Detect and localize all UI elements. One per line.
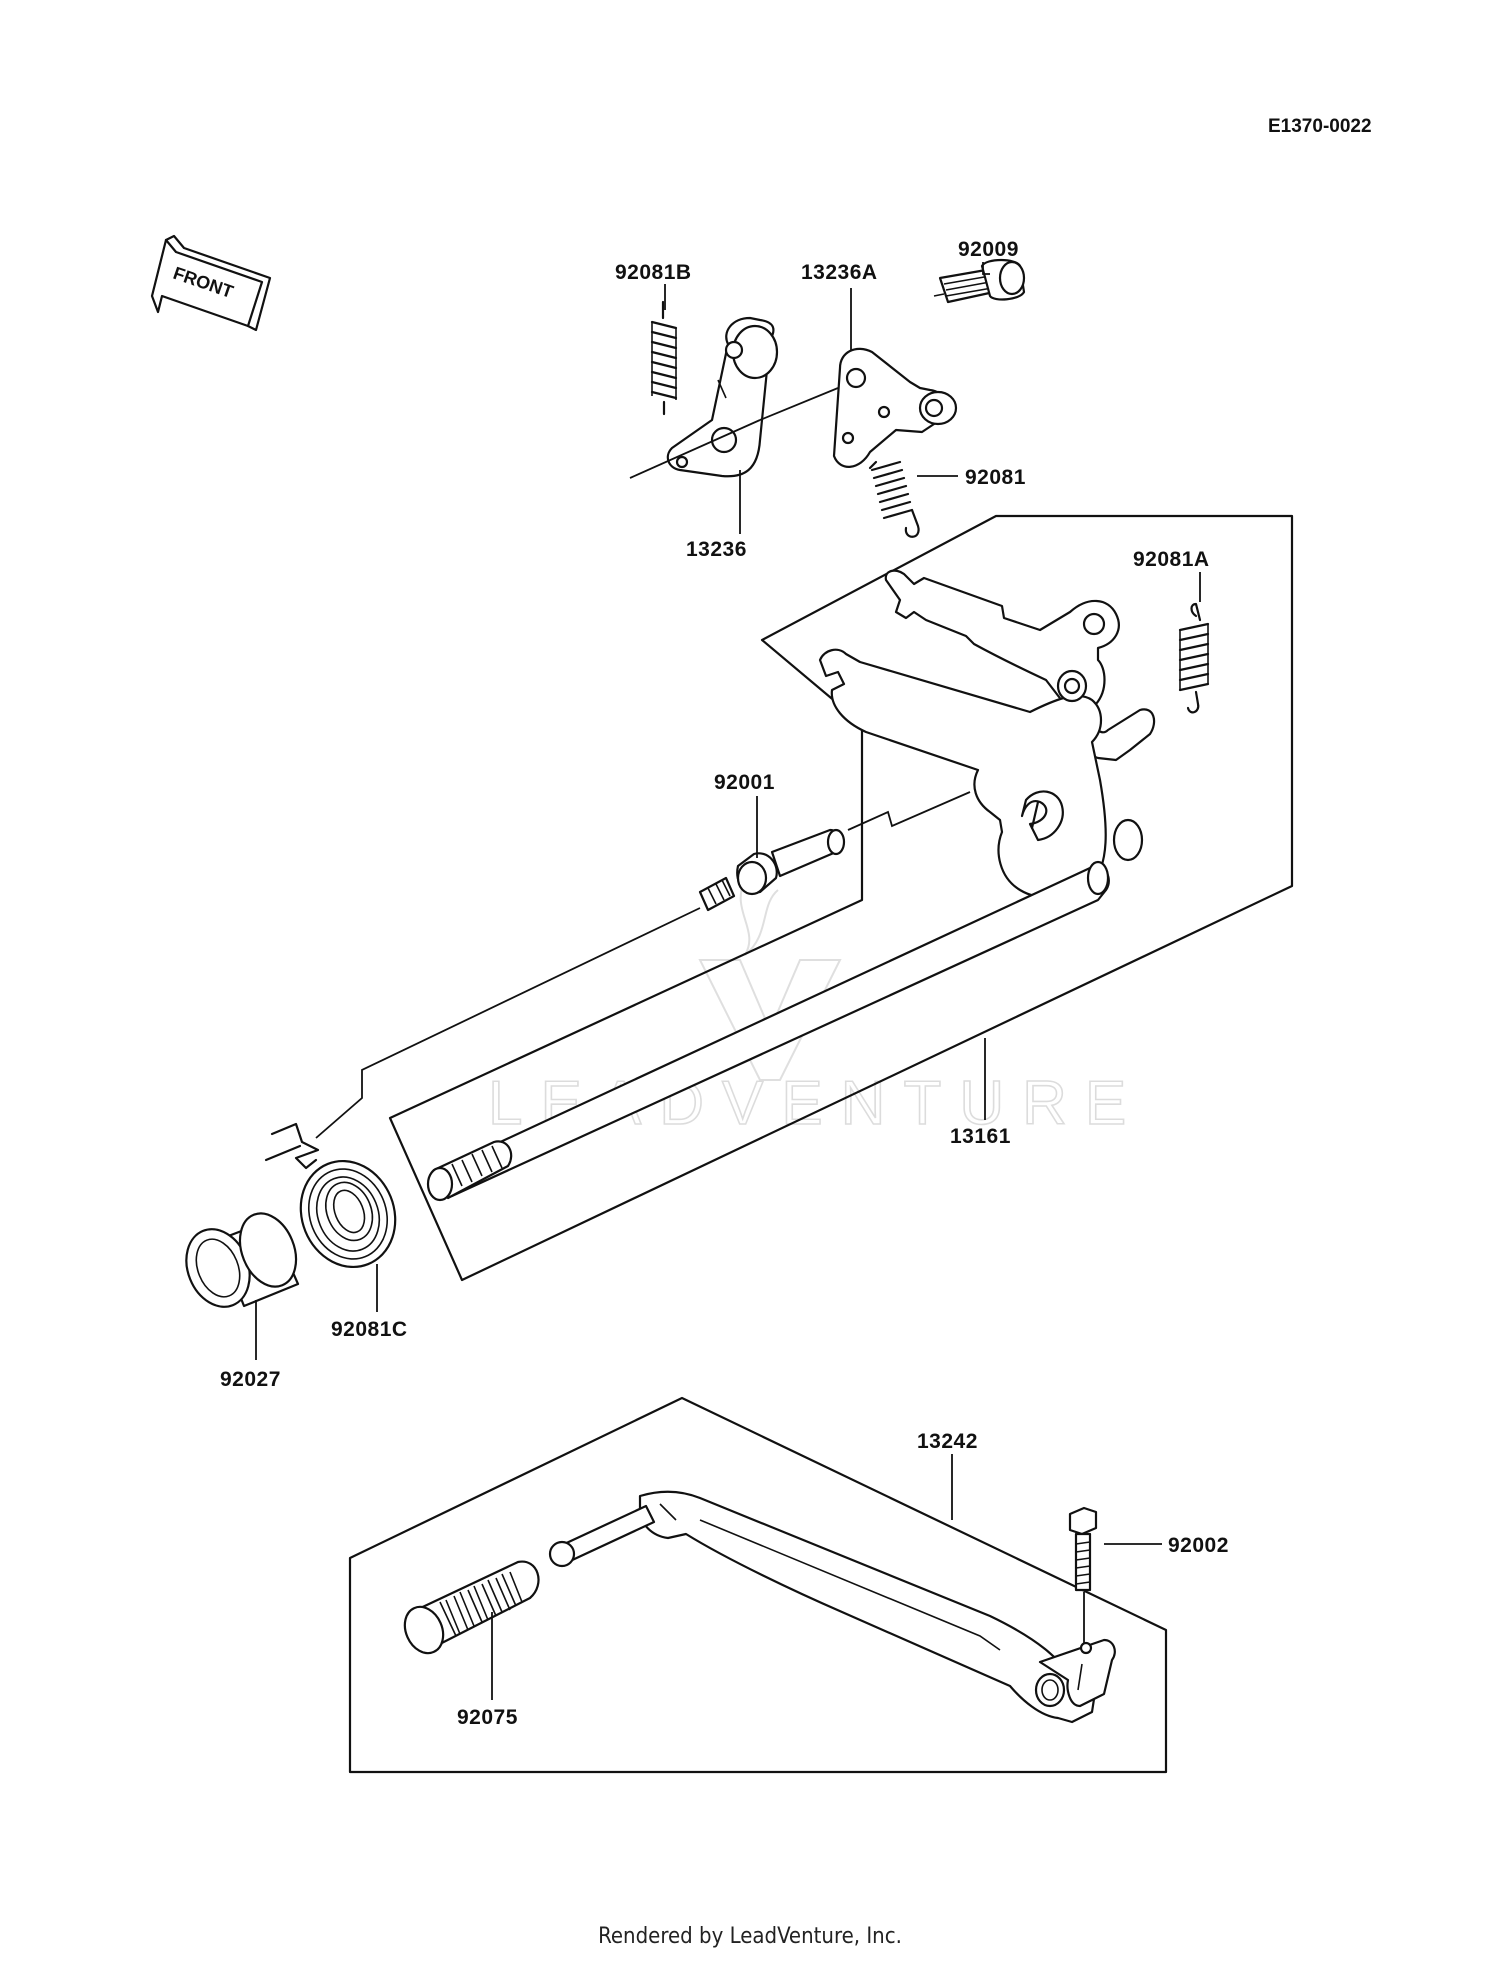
part-label-13161: 13161 — [950, 1125, 1011, 1148]
assembly-frame-shaft — [388, 514, 1294, 1282]
bracket-13236a — [832, 347, 958, 468]
rubber-92075 — [403, 1560, 540, 1655]
part-label-92081a: 92081A — [1133, 548, 1210, 571]
assembly-frame-pedal — [348, 1396, 1168, 1774]
spring-92081a — [1178, 602, 1210, 714]
spring-92081c — [264, 1122, 397, 1269]
part-label-92081b: 92081B — [615, 261, 692, 284]
part-label-92081c: 92081C — [331, 1318, 408, 1341]
pin-92001 — [698, 828, 846, 912]
part-label-92002: 92002 — [1168, 1534, 1229, 1557]
part-label-92001: 92001 — [714, 771, 775, 794]
front-arrow-icon: FRONT — [150, 234, 272, 332]
bolt-92002 — [1068, 1506, 1098, 1592]
part-label-13236: 13236 — [686, 538, 747, 561]
spring-92081b — [650, 300, 678, 416]
bolt-92009 — [933, 258, 1026, 304]
diagram-code: E1370-0022 — [1268, 116, 1372, 137]
part-label-92081: 92081 — [965, 466, 1026, 489]
spring-92081 — [868, 460, 920, 538]
shaft-13161 — [426, 860, 1110, 1202]
peg-spindle — [548, 1504, 656, 1568]
footer-credit: Rendered by LeadVenture, Inc. — [598, 1924, 902, 1949]
part-label-92009: 92009 — [958, 238, 1019, 261]
part-label-92027: 92027 — [220, 1368, 281, 1391]
part-label-92075: 92075 — [457, 1706, 518, 1729]
bracket-13236 — [666, 316, 779, 478]
part-label-13242: 13242 — [917, 1430, 978, 1453]
part-label-13236a: 13236A — [801, 261, 878, 284]
shift-arm-13161 — [818, 569, 1156, 899]
collar-92027 — [185, 1212, 300, 1308]
pedal-13242 — [638, 1490, 1116, 1724]
